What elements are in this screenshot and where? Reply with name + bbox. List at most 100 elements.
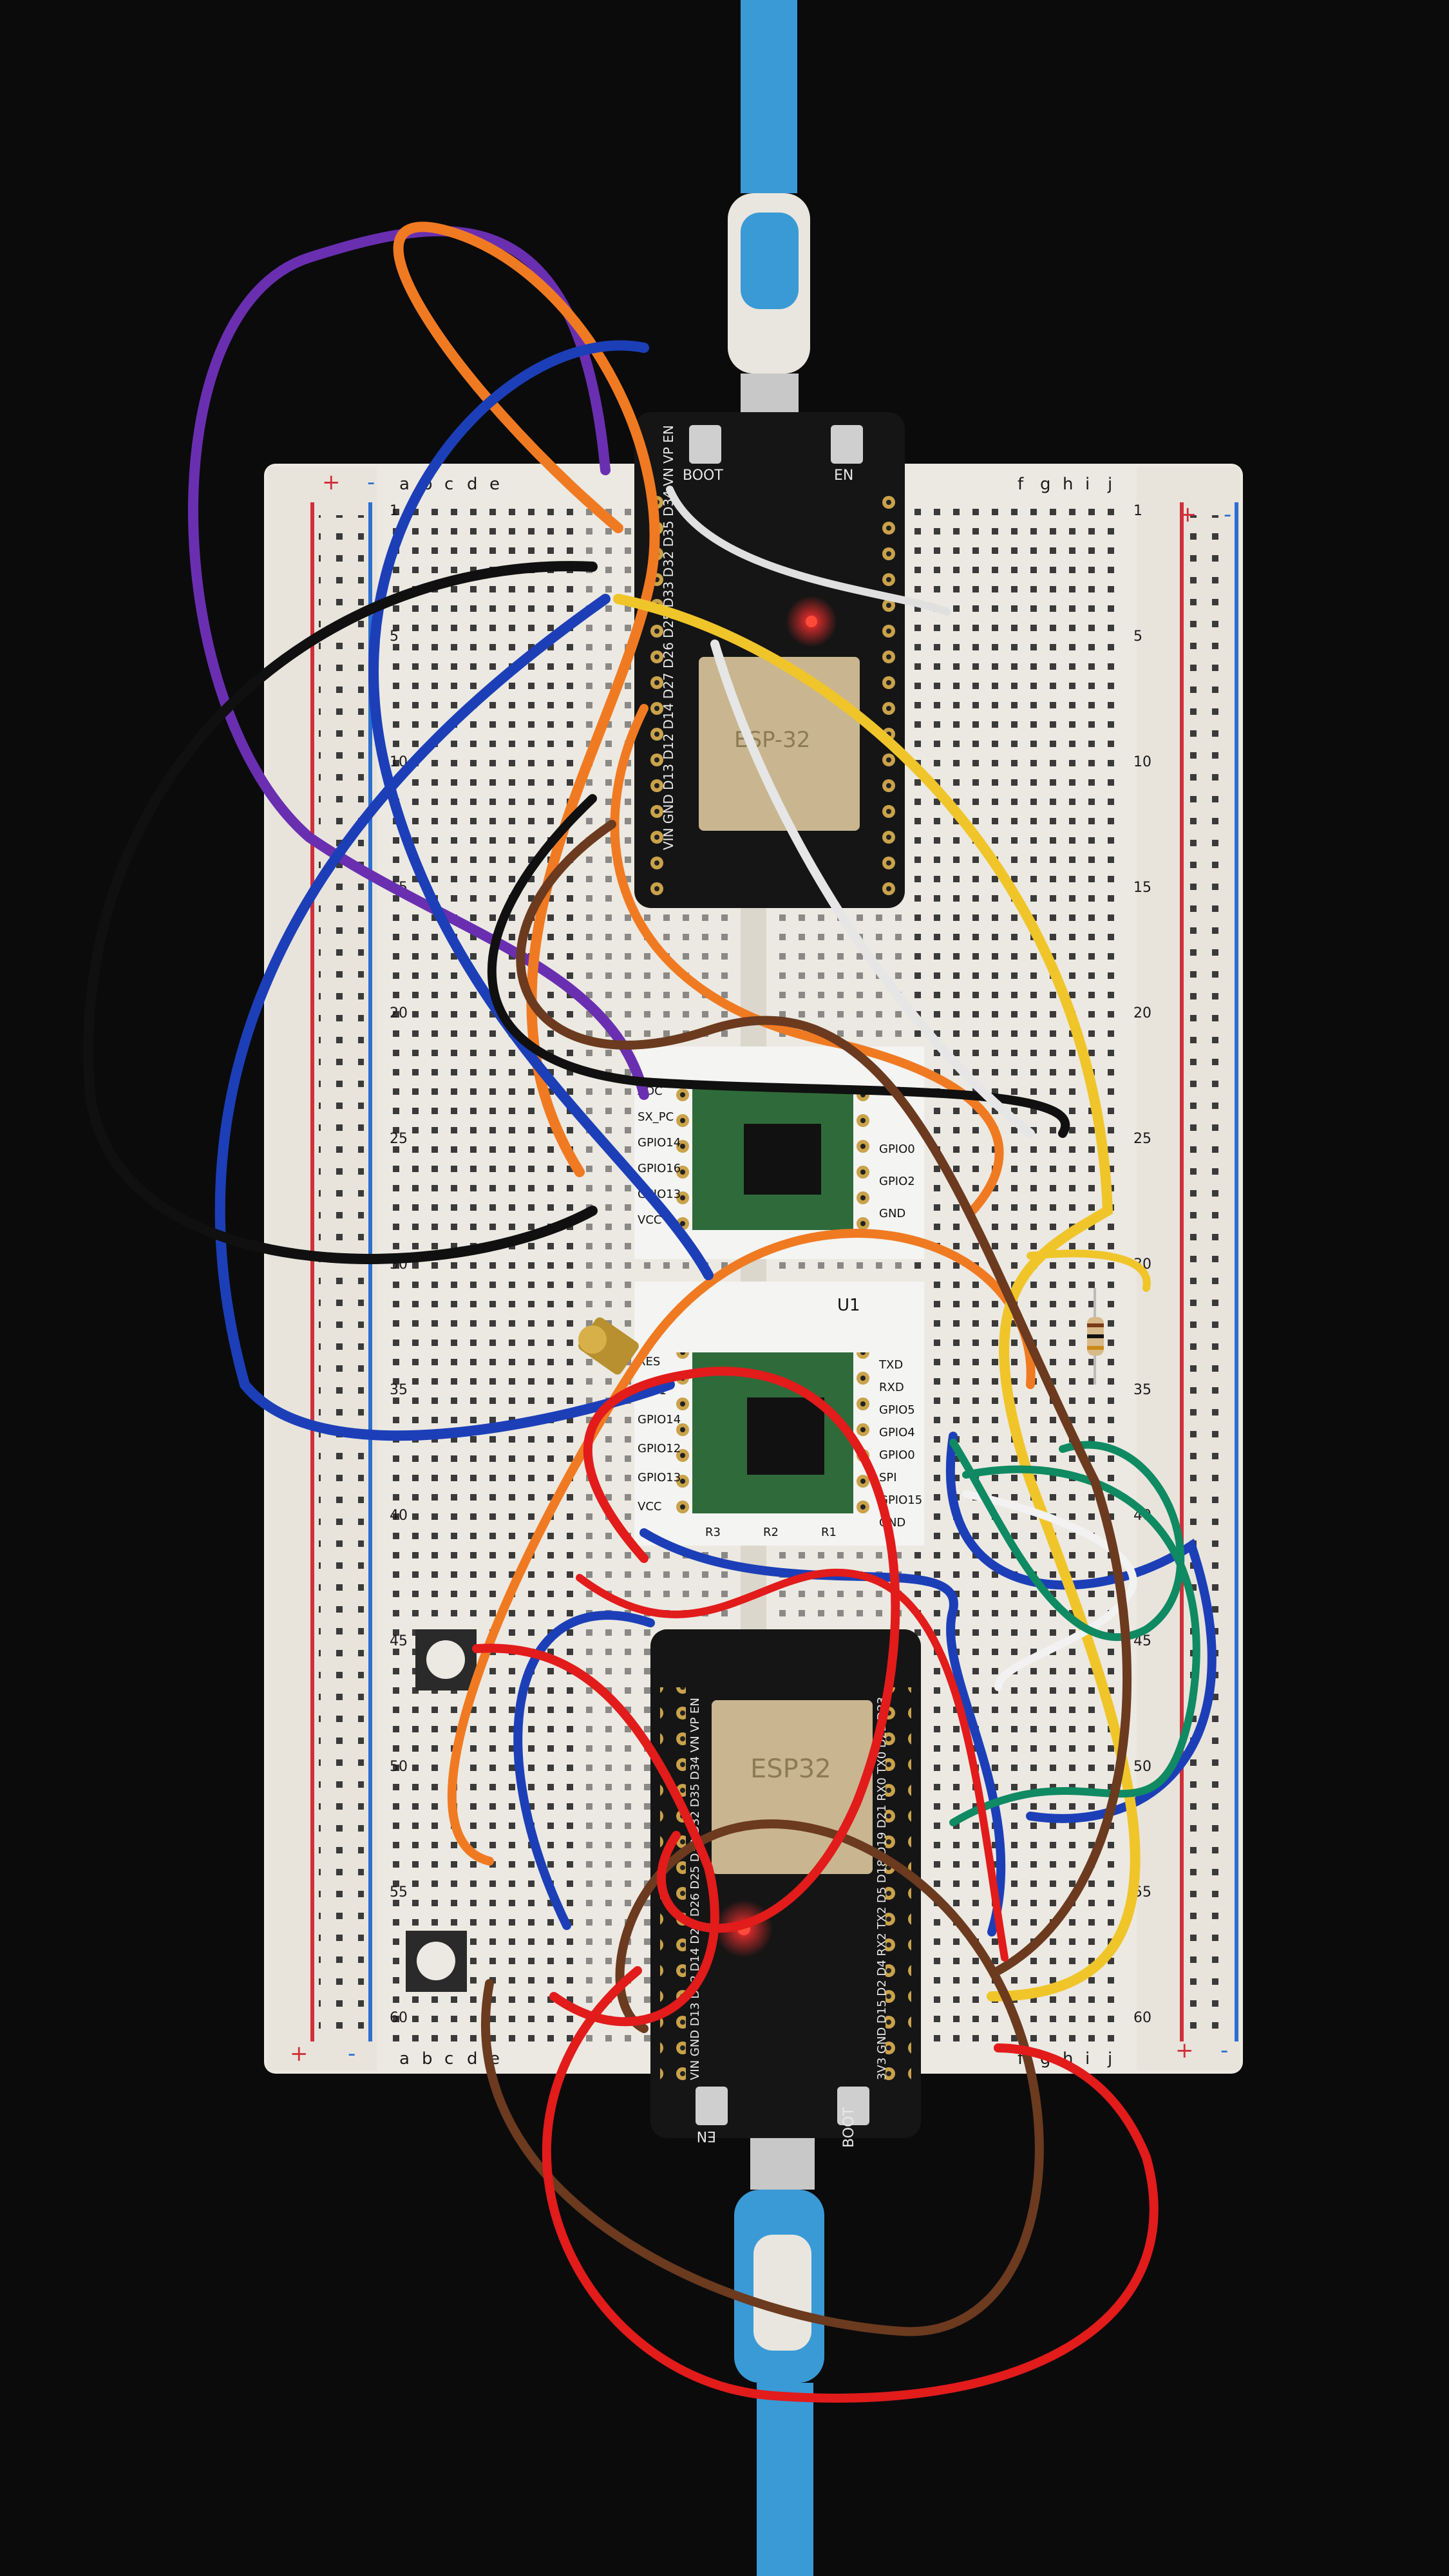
wire-blue-3 [945,1432,1217,1823]
usb-cable-top [728,0,810,419]
column-letter: i [1085,2049,1090,2069]
wire-orange-3 [447,1229,1036,1866]
pushbutton-upper[interactable] [415,1629,477,1690]
pin-label: GPIO5 [879,1403,915,1417]
resistor [1087,1288,1104,1385]
en-label-bottom: EN [697,2128,716,2144]
rail-minus-top-left: - [367,469,375,495]
en-button-bottom[interactable] [696,2087,728,2125]
column-letter: i [1085,475,1090,494]
pin-label: TXD [878,1358,903,1372]
row-number: 20 [390,1005,408,1021]
wire-blue-1 [368,340,714,1280]
column-letter: a [399,2049,410,2069]
en-label: EN [834,468,853,484]
pin-label: GPIO12 [638,1442,681,1455]
column-letter: a [399,475,410,494]
column-letter: c [444,2049,453,2069]
wire-white-2 [710,639,1035,1138]
wifi-module-shield-bottom [712,1700,873,1874]
rail-minus-bottom-right: - [1220,2038,1228,2063]
row-number: 20 [1133,1005,1151,1021]
rail-plus-bottom-left: + [290,2041,308,2067]
pin-label: GPIO14 [638,1136,681,1150]
row-number: 40 [390,1508,408,1524]
row-number: 5 [1133,629,1142,645]
pin-labels-right-bottom: 3V3 GND D15 D2 D4 RX2 TX2 D5 D18 D19 D21… [875,1697,889,2080]
row-number: 60 [1133,2010,1151,2026]
rail-plus-bottom-right: + [1175,2038,1194,2063]
pin-label: RXD [879,1381,904,1394]
pin-label: GPIO2 [879,1175,915,1188]
column-letter: c [444,475,453,494]
row-number: 5 [390,629,399,645]
column-letter: d [467,2049,478,2069]
wire-red-4 [576,1568,1009,1962]
pin-label: GPIO16 [638,1162,681,1175]
sma-connector [578,1317,639,1375]
en-button[interactable] [831,425,863,464]
column-letter: d [467,475,478,494]
rail-minus-top-right: - [1224,502,1231,527]
wire-yellow-short [1027,1249,1151,1292]
row-number: 10 [1133,754,1151,770]
boot-label: BOOT [683,468,723,484]
resistor-label: R1 [821,1526,837,1539]
pin-label: GND [879,1207,905,1220]
wire-green-1 [949,1439,1185,1642]
column-letter: b [422,2049,433,2069]
row-number: 50 [1133,1759,1151,1775]
wire-red-3 [542,1966,1159,2403]
pin-label: SPI [879,1471,897,1484]
power-led [806,616,817,627]
row-number: 25 [1133,1131,1151,1147]
wire-green-2 [949,1465,1200,1826]
column-letter: e [489,475,500,494]
row-number: 50 [390,1759,408,1775]
row-number: 15 [1133,880,1151,896]
column-letter: j [1107,475,1112,494]
wire-black-2 [487,794,1070,1138]
column-letter: h [1063,475,1073,494]
rail-plus-top-left: + [322,469,341,495]
esp32-board-bottom: ESP32 EN BOOT VIN GND D13 D12 D14 D27 D2… [650,1629,921,2148]
boot-button[interactable] [689,425,721,464]
rail-plus-top-right: + [1179,502,1197,527]
pin-label: GPIO13 [638,1471,681,1484]
wire-purple [187,225,649,1100]
pin-label: GPIO0 [879,1142,915,1156]
row-number: 1 [1133,503,1142,519]
row-number: 45 [390,1633,408,1649]
wire-blue-2 [214,594,675,1441]
row-number: 1 [390,503,399,519]
column-letter: f [1018,2049,1024,2069]
wire-white-3 [962,1490,1137,1691]
row-number: 35 [390,1382,408,1398]
pin-label: SX_PC [638,1110,674,1124]
pin-label: GPIO4 [879,1426,915,1439]
row-number: 25 [390,1131,408,1147]
pin-labels-left-bottom: VIN GND D13 D12 D14 D27 D26 D25 D33 D32 … [688,1698,702,2080]
boot-button-bottom[interactable] [837,2087,869,2125]
wire-blue-5 [513,1611,655,1930]
wire-yellow [613,594,1141,2002]
wire-white-1 [666,486,951,616]
jumper-wires [83,222,1217,2403]
pin-label: VCC [638,1500,661,1513]
wire-red-2 [472,1643,719,2027]
resistor-label: R3 [705,1526,721,1539]
wire-black-1 [83,561,598,1264]
pushbutton-lower[interactable] [406,1931,467,1992]
pin-label: GPIO0 [879,1448,915,1462]
row-number: 35 [1133,1382,1151,1398]
